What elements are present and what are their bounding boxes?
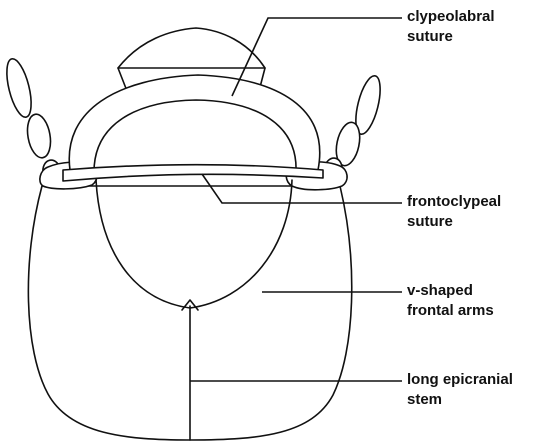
frontal-arms-label-line2: frontal arms — [407, 301, 494, 321]
left-antenna-middle-segment — [24, 112, 53, 159]
epicranial-label-line1: long epicranial — [407, 370, 513, 390]
frontoclypeal-label-line1: frontoclypeal — [407, 192, 501, 212]
clypeolabral-suture-label: clypeolabral suture — [407, 7, 495, 47]
left-antenna-tip-segment — [2, 56, 36, 119]
frontoclypeal-band — [63, 165, 323, 181]
clypeolabral-label-line1: clypeolabral — [407, 7, 495, 27]
frontal-arms-label-line1: v-shaped — [407, 281, 494, 301]
frontoclypeal-label-line2: suture — [407, 212, 501, 232]
epicranial-label-line2: stem — [407, 390, 513, 410]
frontal-arms-label: v-shaped frontal arms — [407, 281, 494, 321]
clypeolabral-label-line2: suture — [407, 27, 495, 47]
epicranial-stem-label: long epicranial stem — [407, 370, 513, 410]
frontoclypeal-suture-label: frontoclypeal suture — [407, 192, 501, 232]
